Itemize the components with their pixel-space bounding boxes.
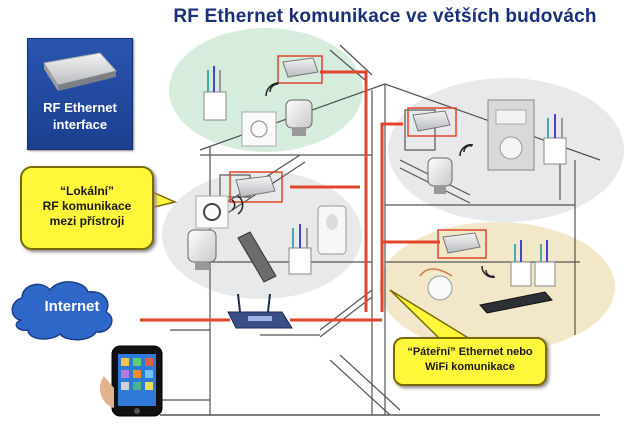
thermostat-icon (487, 99, 535, 171)
rf-interface-line2: interface (52, 117, 108, 132)
relay-module-icon (203, 66, 227, 121)
rf-interface-line1: RF Ethernet (43, 100, 117, 115)
house-structure (155, 44, 601, 416)
lamp-icon (419, 268, 453, 301)
ethernet-gateway-icon (229, 171, 283, 203)
local-callout-line1: “Lokální” (59, 184, 114, 198)
page-title: RF Ethernet komunikace ve větších budová… (173, 6, 597, 27)
ethernet-gateway-icon (407, 107, 457, 137)
wall-switch-icon (241, 111, 277, 147)
backbone-callout: “Páteřní” Ethernet nebo WiFi komunikace (393, 337, 547, 386)
remote-control-icon (237, 231, 277, 283)
ethernet-gateway-icon (43, 52, 117, 91)
router-icon (227, 293, 293, 329)
relay-module-icon (543, 114, 567, 165)
local-rf-callout: “Lokální” RF komunikace mezi přístroji (20, 166, 154, 250)
wall-switch-icon (195, 195, 229, 229)
rf-ethernet-interface-box: RF Ethernet interface (27, 38, 133, 150)
relay-module-icon (288, 224, 312, 275)
backbone-callout-line1: “Páteřní” Ethernet nebo (407, 346, 533, 358)
radiator-valve-icon (187, 229, 217, 270)
upper-room-zone (169, 28, 363, 152)
internet-label: Internet (44, 298, 100, 315)
ethernet-gateway-icon (437, 229, 487, 259)
sensor-icon (317, 205, 347, 255)
power-strip-icon (479, 291, 553, 314)
radiator-valve-icon (285, 99, 313, 136)
ethernet-gateway-icon (277, 55, 323, 84)
smartphone-icon (99, 345, 163, 417)
local-callout-line2: RF komunikace (42, 199, 132, 213)
rf-interface-label: RF Ethernet interface (28, 99, 132, 133)
ethernet-backbone (140, 70, 440, 322)
cloud-icon (11, 281, 113, 341)
local-callout-line3: mezi přístroji (49, 214, 125, 228)
radiator-valve-icon (427, 157, 453, 194)
backbone-callout-line2: WiFi komunikace (425, 361, 515, 373)
relay-module-icon (510, 240, 556, 287)
